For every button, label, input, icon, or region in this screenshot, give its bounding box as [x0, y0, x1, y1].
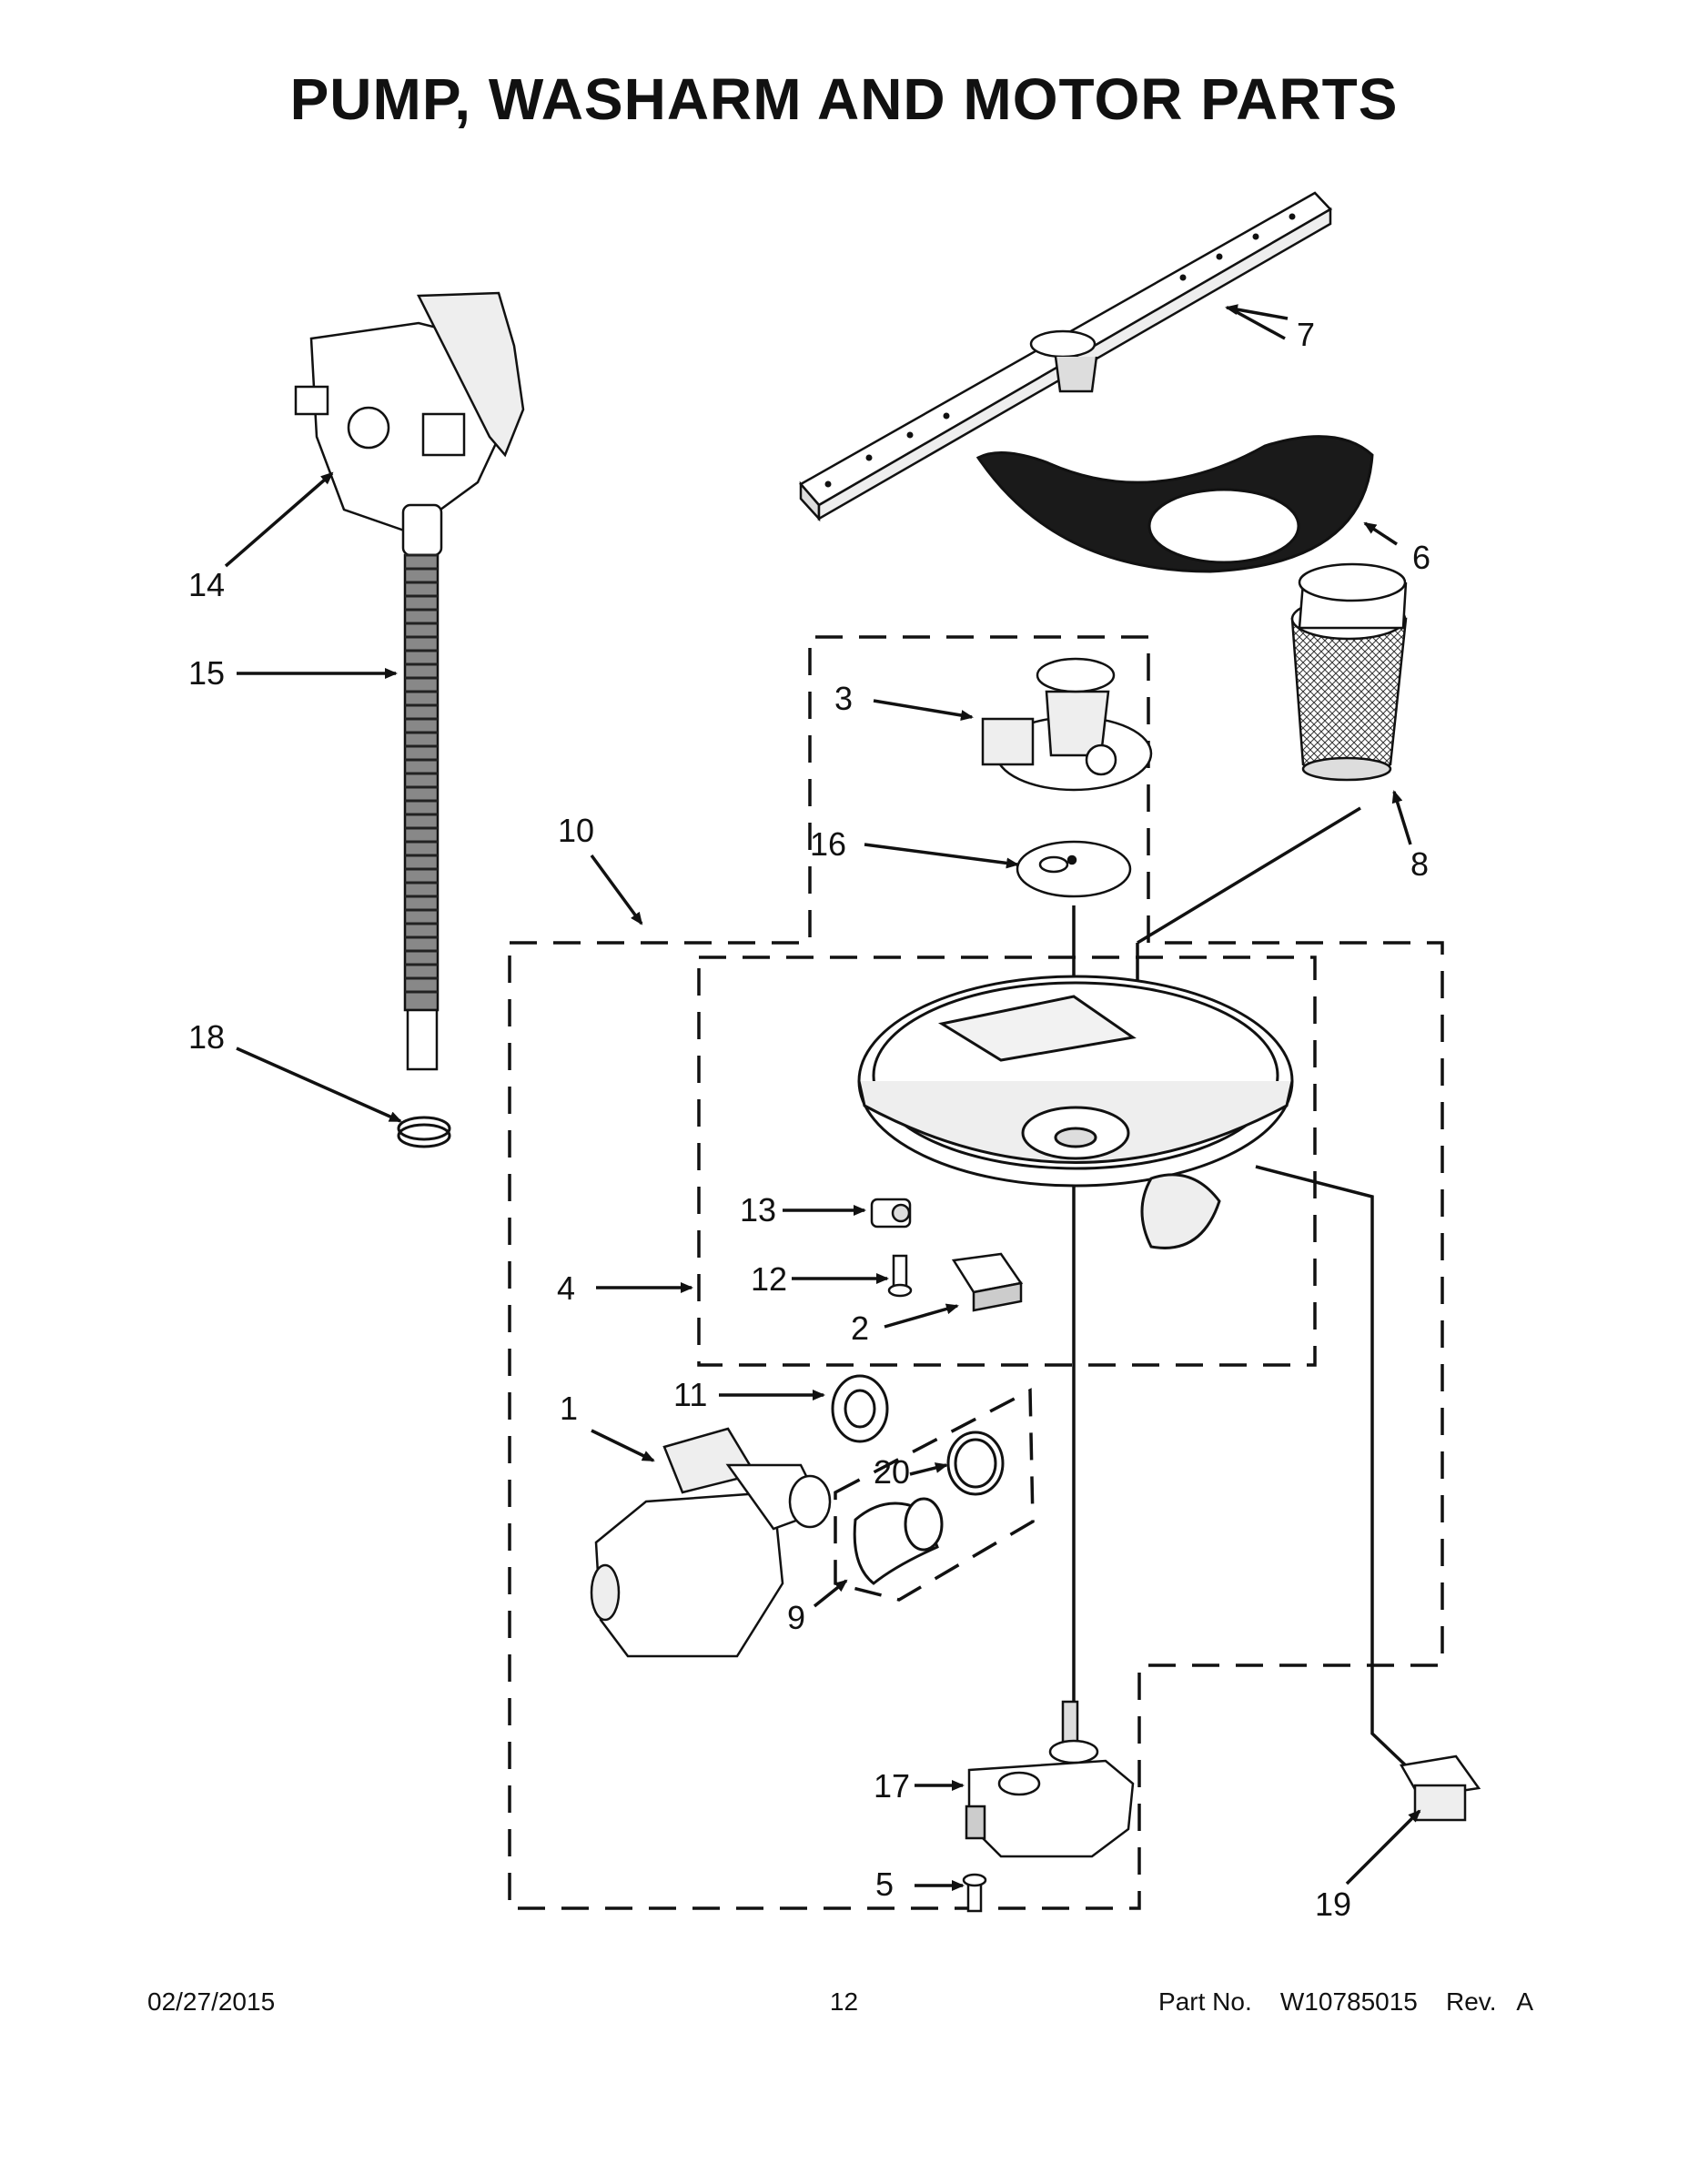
sensor-part-13 [870, 1198, 912, 1228]
part-20-outline [834, 1388, 1035, 1602]
rev-label: Rev. [1446, 1987, 1497, 2016]
callout-6: 6 [1412, 539, 1430, 576]
assembly-outlines [508, 635, 1444, 1910]
callout-11: 11 [673, 1376, 707, 1413]
callout-17: 17 [874, 1767, 910, 1805]
drain-pump-part-14 [294, 291, 525, 534]
callout-1: 1 [560, 1390, 578, 1427]
callout-3: 3 [834, 680, 853, 717]
callout-19: 19 [1315, 1886, 1351, 1923]
footer-page-number: 12 [829, 1987, 859, 2016]
callout-13: 13 [740, 1191, 776, 1228]
callout-8: 8 [1410, 845, 1429, 883]
callout-18: 18 [188, 1018, 225, 1056]
connector-lines [1072, 806, 1412, 1772]
spray-arm-part-7 [799, 191, 1332, 522]
part-label: Part No. [1158, 1987, 1252, 2016]
callout-14: 14 [188, 566, 225, 603]
deflector-part-6 [975, 435, 1374, 573]
callout-5: 5 [875, 1866, 894, 1903]
gasket-part-16 [1016, 840, 1132, 898]
callout-2: 2 [851, 1309, 869, 1347]
callout-12: 12 [751, 1260, 787, 1298]
clamp-part-18 [397, 1116, 451, 1148]
clamp-part-20 [946, 1431, 1005, 1496]
footer-part-number: Part No. W10785015 Rev. A [1158, 1987, 1533, 2017]
connector-part-2 [951, 1252, 1024, 1312]
seal-part-11 [831, 1374, 889, 1443]
filter-part-8 [1290, 562, 1408, 782]
callout-labels: 1 2 3 4 5 6 7 8 9 10 11 12 13 14 15 16 1… [188, 316, 1430, 1923]
footer-date: 02/27/2015 [147, 1987, 276, 2016]
rev-value: A [1516, 1987, 1533, 2016]
motor-part-1 [590, 1427, 832, 1658]
diverter-motor-part-17 [965, 1700, 1135, 1858]
hose-part-15 [401, 503, 443, 1071]
diverter-part-3 [981, 657, 1153, 792]
callout-arrows [224, 304, 1421, 1891]
callout-16: 16 [810, 825, 846, 863]
callout-15: 15 [188, 654, 225, 692]
assembly-10-outline [508, 635, 1444, 1910]
callout-7: 7 [1297, 316, 1315, 353]
sump-basin [857, 975, 1294, 1249]
screw-part-5 [962, 1873, 987, 1913]
assembly-4-outline [697, 956, 1317, 1367]
hose-elbow-part-9 [853, 1497, 944, 1585]
page-title: PUMP, WASHARM AND MOTOR PARTS [289, 66, 1399, 132]
callout-4: 4 [557, 1269, 575, 1307]
sensor-part-19 [1400, 1754, 1481, 1822]
screw-part-12 [887, 1254, 913, 1298]
callout-10: 10 [558, 812, 594, 849]
part-number: W10785015 [1279, 1987, 1418, 2016]
callout-20: 20 [874, 1453, 910, 1491]
callout-9: 9 [787, 1599, 805, 1636]
